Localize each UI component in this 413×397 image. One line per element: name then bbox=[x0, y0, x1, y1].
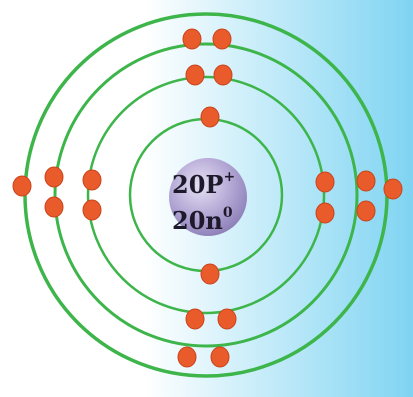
electron bbox=[185, 308, 205, 330]
electron bbox=[44, 196, 64, 218]
electron bbox=[213, 64, 233, 86]
electron bbox=[356, 170, 376, 192]
shell-l bbox=[86, 75, 326, 315]
electron bbox=[82, 169, 102, 191]
neutron-label: 20n0 bbox=[172, 205, 233, 235]
electron bbox=[356, 200, 376, 222]
electron bbox=[182, 28, 202, 50]
electron bbox=[210, 346, 230, 368]
electron bbox=[12, 175, 32, 197]
electron bbox=[44, 166, 64, 188]
electron bbox=[383, 178, 403, 200]
shell-m bbox=[53, 42, 359, 348]
electron bbox=[200, 263, 220, 285]
electron bbox=[315, 171, 335, 193]
electron bbox=[185, 64, 205, 86]
electron bbox=[315, 202, 335, 224]
electron bbox=[200, 106, 220, 128]
electrons bbox=[12, 28, 403, 368]
nucleus: 20P+ 20n0 bbox=[169, 158, 247, 236]
electron bbox=[212, 28, 232, 50]
electron bbox=[177, 346, 197, 368]
nucleus-circle bbox=[169, 158, 247, 236]
proton-label: 20P+ bbox=[172, 169, 235, 199]
electron bbox=[217, 308, 237, 330]
electron bbox=[82, 199, 102, 221]
